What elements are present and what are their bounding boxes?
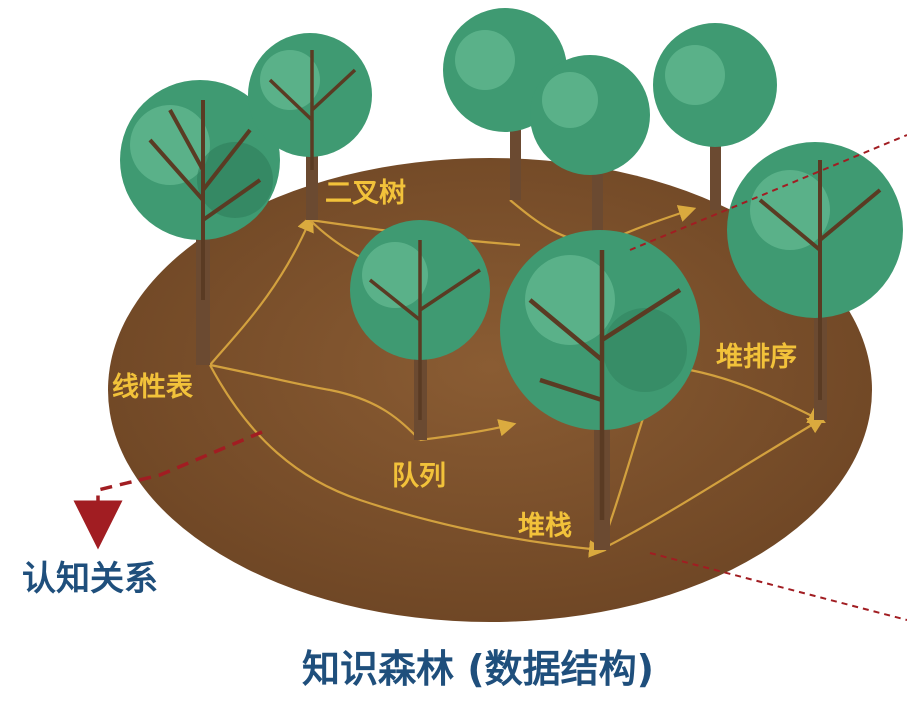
- zoom-line-bottom: [649, 552, 907, 621]
- tree-linear-list: [120, 80, 280, 365]
- tree-binary-tree: [248, 33, 372, 220]
- zoom-line-top: [629, 134, 907, 251]
- node-label-bintree: 二叉树: [325, 178, 406, 209]
- cognitive-link: [73, 430, 263, 550]
- tree-heapsort: [727, 142, 903, 420]
- node-label-heapsort: 堆排序: [716, 341, 797, 373]
- node-label-queue: 队列: [392, 461, 446, 492]
- node-label-stack: 堆栈: [518, 511, 572, 542]
- node-label-linear: 线性表: [112, 372, 193, 403]
- tree-top-2: [530, 55, 650, 245]
- tree-stack: [500, 230, 700, 550]
- tree-top-3: [653, 23, 777, 210]
- cognitive-relation-label: 认知关系: [22, 559, 158, 599]
- tree-queue: [350, 220, 490, 440]
- tree-top-1: [443, 8, 567, 200]
- diagram-title: 知识森林 (数据结构): [302, 647, 654, 691]
